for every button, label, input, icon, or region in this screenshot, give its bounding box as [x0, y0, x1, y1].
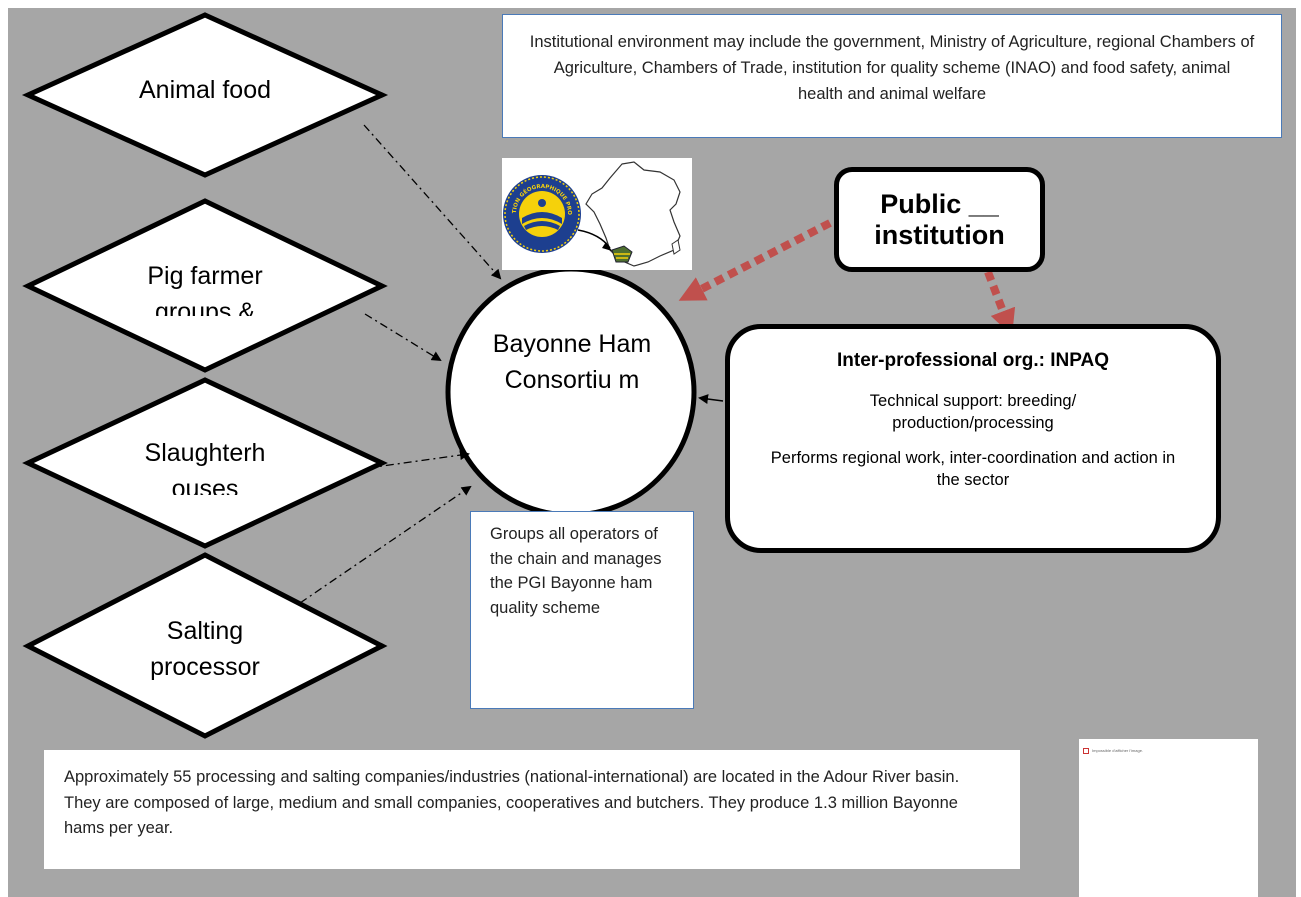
institutional-note: Institutional environment may include th… — [502, 14, 1282, 138]
connector-public-to-consortium — [678, 219, 832, 302]
consortium-note: Groups all operators of the chain and ma… — [470, 511, 694, 709]
pgi-seal-icon: INDICATION GÉOGRAPHIQUE PROTÉGÉE — [500, 152, 581, 253]
connector-public-to-inpaq — [984, 270, 1016, 336]
diagram-canvas: Animal food Pig farmer groups & Slaughte… — [8, 8, 1296, 897]
diamond-label-salting-processor: Salting processor — [150, 617, 260, 681]
diamond-label-slaughterhouses: Slaughterh ouses — [144, 439, 266, 495]
diamond-label-pig-farmer-groups: Pig farmer groups & — [147, 262, 263, 316]
france-map-icon — [585, 161, 681, 267]
public-institution-box: Public __ institution — [834, 167, 1045, 272]
inpaq-line-technical: Technical support: breeding/ production/… — [869, 392, 1077, 432]
connector-pig-farmers — [364, 313, 442, 362]
bottom-note: Approximately 55 processing and salting … — [44, 750, 1020, 869]
diamond-animal-food — [21, 12, 389, 178]
connector-layer — [21, 12, 1016, 739]
connector-inpaq — [698, 394, 724, 404]
inpaq-title: Inter-professional org.: INPAQ — [836, 350, 1109, 371]
diamond-label-animal-food: Animal food — [138, 76, 272, 104]
inpaq-line-regional: Performs regional work, inter-coordinati… — [770, 449, 1176, 489]
diamond-pig-farmer-groups — [22, 198, 388, 373]
diamond-salting-processor — [22, 552, 388, 739]
broken-image-icon — [1083, 748, 1089, 754]
pgi-map-image: INDICATION GÉOGRAPHIQUE PROTÉGÉE — [500, 152, 692, 270]
connector-animal-food — [363, 124, 502, 280]
connector-salting — [299, 485, 472, 604]
inpaq-box: Inter-professional org.: INPAQ Technical… — [725, 324, 1221, 553]
broken-image-text: Impossible d'afficher l'image. — [1092, 748, 1144, 754]
broken-image-thumbnail: Impossible d'afficher l'image. — [1079, 739, 1258, 897]
diamond-slaughterhouses — [22, 377, 388, 549]
consortium-label: Bayonne Ham Consortiu m — [492, 330, 652, 394]
connector-slaughterhouses — [367, 450, 470, 469]
